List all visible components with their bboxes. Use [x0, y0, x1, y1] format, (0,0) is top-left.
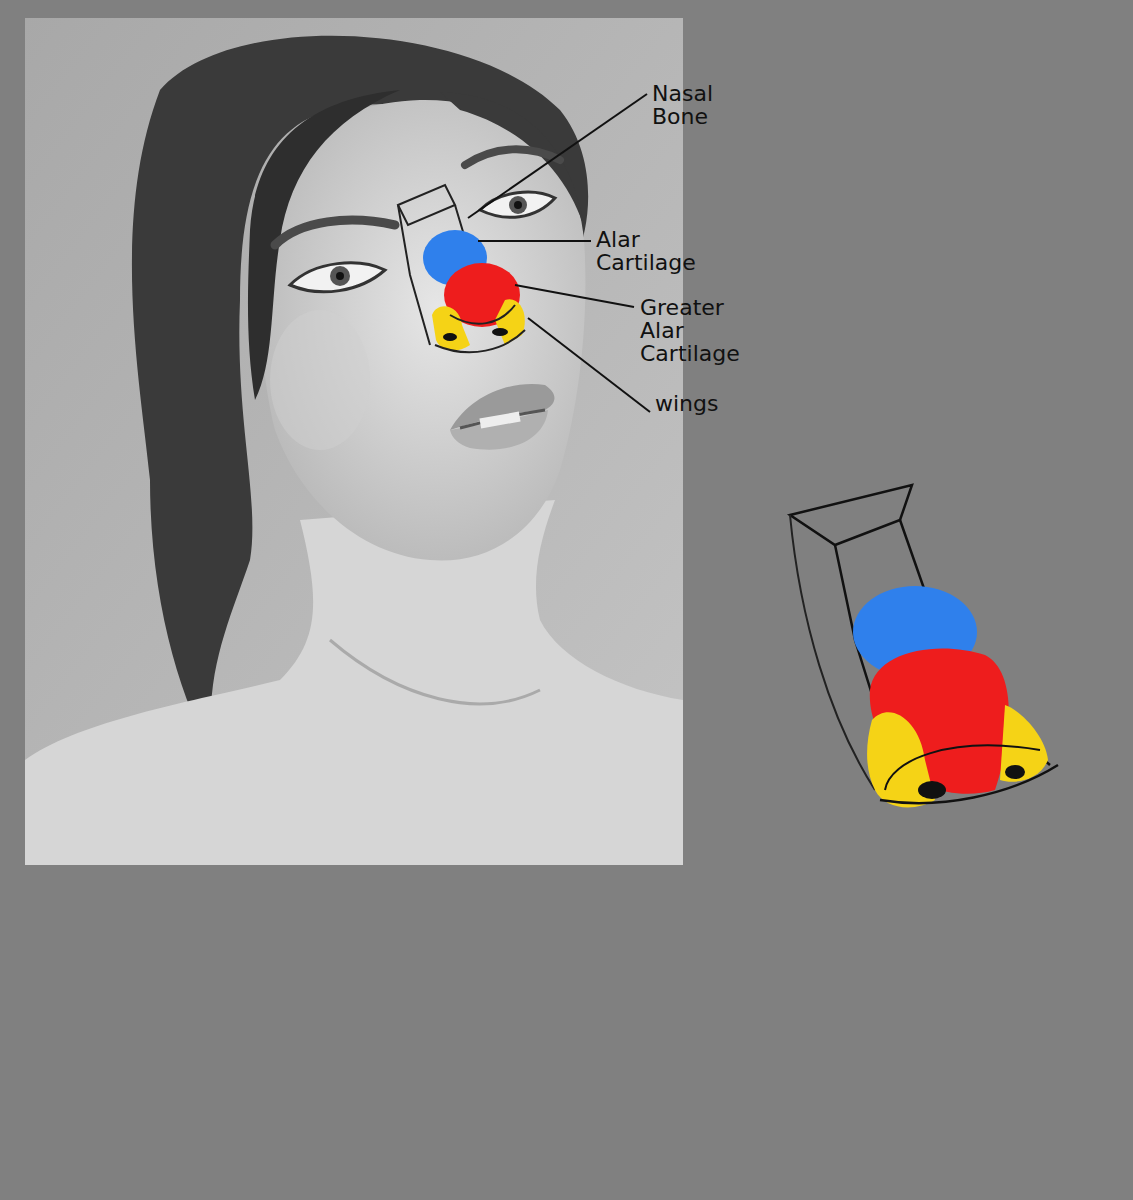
photo [25, 18, 683, 865]
part-label: Nasal Bone [652, 82, 747, 128]
part-label: Greater Alar Cartilage [640, 296, 752, 365]
nose-sketch [790, 485, 1058, 807]
part-label: wings [655, 392, 765, 415]
part-label: Alar Cartilage [596, 228, 721, 274]
